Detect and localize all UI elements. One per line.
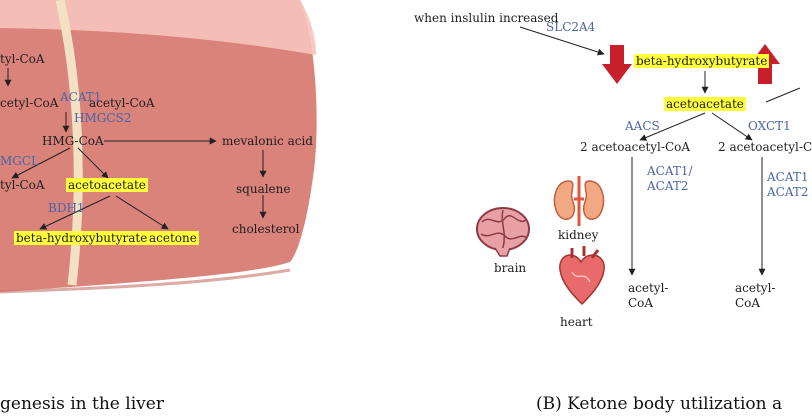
brain-label: brain <box>494 261 527 275</box>
kidney-label: kidney <box>558 228 599 242</box>
cholesterol-label: cholesterol <box>232 222 300 236</box>
mevalonic-acid-label: mevalonic acid <box>222 134 313 148</box>
acetoacetyl-coa-right-label: 2 acetoacetyl-C <box>718 140 812 154</box>
heart-icon <box>559 246 605 306</box>
enzyme-oxct1-label: OXCT1 <box>748 119 791 133</box>
insulin-note-label: when inslulin increased <box>414 11 559 25</box>
enzyme-acat-right-line1: ACAT1 <box>767 170 809 184</box>
enzyme-acat-right-line2: ACAT2 <box>767 185 809 199</box>
acetyl-coa-top-label: tyl-CoA <box>0 52 45 66</box>
acetyl-coa-left-label: cetyl-CoA <box>0 96 59 110</box>
enzyme-acat-left-line2: ACAT2 <box>647 179 689 193</box>
acetoacetate-label-a: acetoacetate <box>66 178 148 192</box>
acetyl-right-line2: CoA <box>735 296 761 310</box>
acetyl-coa-right-label: acetyl-CoA <box>89 96 155 110</box>
acetyl-left-line2: CoA <box>628 296 654 310</box>
red-down-arrow-icon <box>602 45 632 84</box>
squalene-label: squalene <box>236 182 291 196</box>
enzyme-slc2a4-label: SLC2A4 <box>546 20 596 34</box>
panel-b-caption: (B) Ketone body utilization a <box>536 394 783 414</box>
acetone-label: acetone <box>147 231 199 245</box>
kidney-icon <box>553 176 605 226</box>
enzyme-acat1-label: ACAT1 <box>60 90 102 104</box>
acetyl-right-line1: acetyl- <box>735 281 776 295</box>
panel-b-arrows <box>519 26 801 276</box>
enzyme-hmgcl-label: MGCL <box>0 154 40 168</box>
hmg-coa-label: HMG-CoA <box>42 134 104 148</box>
acetoacetate-label-b: acetoacetate <box>664 97 746 111</box>
beta-hydroxybutyrate-label-a: beta-hydroxybutyrate <box>14 231 150 245</box>
enzyme-bdh1-label: BDH1 <box>48 201 85 215</box>
acetyl-left-line1: acetyl- <box>628 281 669 295</box>
liver-illustration <box>0 0 317 294</box>
brain-icon <box>476 207 530 257</box>
enzyme-acat-left-line1: ACAT1/ <box>647 164 693 178</box>
enzyme-hmgcs2-label: HMGCS2 <box>74 111 132 125</box>
enzyme-aacs-label: AACS <box>625 119 660 133</box>
acetoacetyl-coa-left-label: 2 acetoacetyl-CoA <box>580 140 691 154</box>
panel-a-arrows <box>4 68 267 230</box>
panel-a-caption: genesis in the liver <box>0 394 164 414</box>
acetyl-coa-lower-label: tyl-CoA <box>0 178 45 192</box>
heart-label: heart <box>560 315 593 329</box>
beta-hydroxybutyrate-label-b: beta-hydroxybutyrate <box>634 54 770 68</box>
